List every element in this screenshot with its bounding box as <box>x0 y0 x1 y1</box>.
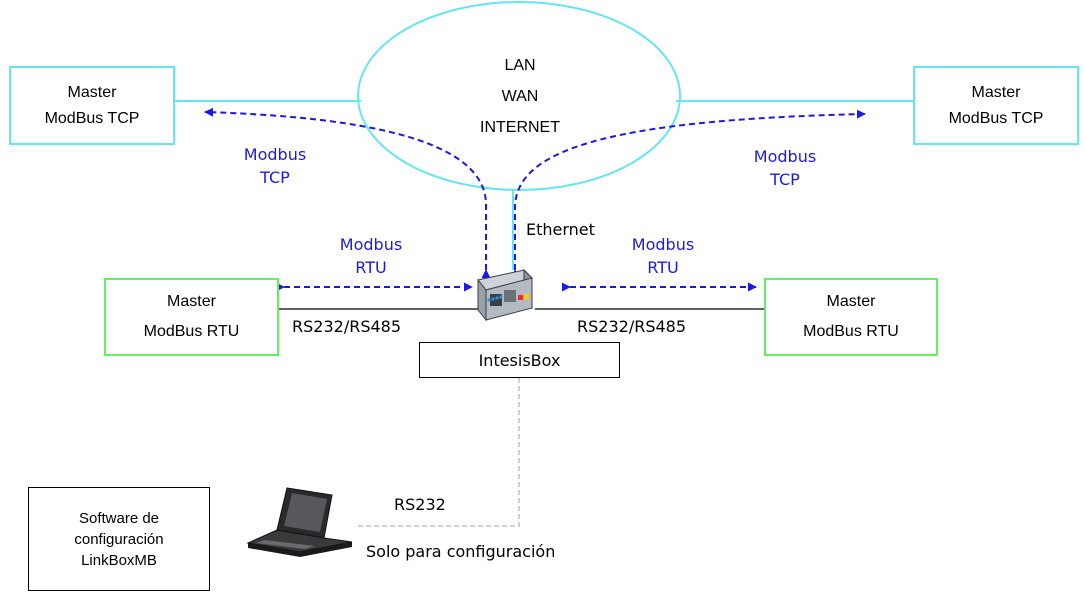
master-rtu-left-title: Master <box>167 293 216 310</box>
modbus-tcp-left-line2: TCP <box>260 168 290 187</box>
master-tcp-left-protocol: ModBus TCP <box>44 109 140 127</box>
software-line-2: configuración <box>74 530 164 548</box>
modbus-rtu-left-line2: RTU <box>355 258 387 277</box>
master-rtu-left-protocol: ModBus RTU <box>143 323 240 340</box>
master-tcp-right-title: Master <box>971 83 1021 101</box>
laptop-icon <box>246 487 353 557</box>
intesisbox-device-icon <box>477 268 533 322</box>
cloud-label-lan: LAN <box>504 57 536 74</box>
master-modbus-rtu-left: Master ModBus RTU <box>104 278 279 356</box>
modbus-tcp-arrow-left <box>204 107 491 279</box>
software-line-3: LinkBoxMB <box>81 551 157 569</box>
master-modbus-tcp-right: Master ModBus TCP <box>913 66 1079 145</box>
master-tcp-right-protocol: ModBus TCP <box>948 109 1044 127</box>
serial-label-right: RS232/RS485 <box>577 317 687 336</box>
modbus-tcp-left-line1: Modbus <box>243 145 307 164</box>
ethernet-label: Ethernet <box>526 220 595 239</box>
modbus-rtu-label-left: Modbus RTU <box>326 233 416 279</box>
master-tcp-left-title: Master <box>67 83 117 101</box>
intesisbox-label-box: IntesisBox <box>419 342 620 378</box>
modbus-tcp-arrow-right <box>510 109 866 279</box>
software-line-1: Software de <box>78 509 160 527</box>
master-modbus-tcp-left: Master ModBus TCP <box>9 66 175 145</box>
modbus-tcp-right-line1: Modbus <box>753 147 817 166</box>
modbus-tcp-label-right: Modbus TCP <box>740 145 830 191</box>
config-link <box>358 378 520 527</box>
serial-label-left: RS232/RS485 <box>292 317 402 336</box>
modbus-rtu-left-line1: Modbus <box>339 235 403 254</box>
cloud-label-internet: INTERNET <box>480 119 560 136</box>
modbus-rtu-right-line1: Modbus <box>631 235 695 254</box>
intesisbox-name: IntesisBox <box>478 350 561 370</box>
network-cloud-labels: LAN WAN INTERNET <box>440 50 600 143</box>
master-rtu-right-protocol: ModBus RTU <box>803 323 899 340</box>
master-rtu-right-title: Master <box>826 293 876 310</box>
modbus-tcp-right-line2: TCP <box>770 170 800 189</box>
modbus-rtu-label-right: Modbus RTU <box>618 233 708 279</box>
config-note-label: Solo para configuración <box>366 542 556 561</box>
master-modbus-rtu-right: Master ModBus RTU <box>764 278 938 356</box>
modbus-tcp-label-left: Modbus TCP <box>230 143 320 189</box>
config-software-box: Software de configuración LinkBoxMB <box>28 487 210 591</box>
modbus-rtu-right-line2: RTU <box>647 258 679 277</box>
cloud-label-wan: WAN <box>501 88 539 105</box>
config-port-label: RS232 <box>394 495 446 514</box>
